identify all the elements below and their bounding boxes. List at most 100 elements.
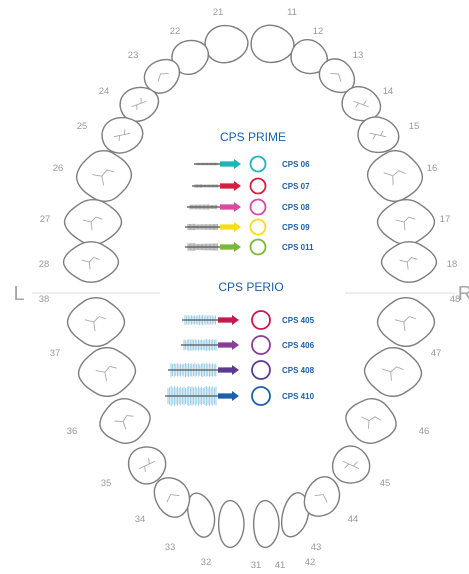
- tooth-number-16: 16: [427, 163, 438, 174]
- tooth-number-26: 26: [53, 163, 64, 174]
- tooth-14: [341, 85, 382, 122]
- tooth-44: [331, 445, 371, 484]
- prime-code-label: CPS 06: [282, 160, 310, 169]
- tooth-number-13: 13: [353, 50, 364, 61]
- tooth-number-22: 22: [170, 26, 181, 37]
- perio-size-ring: [251, 386, 271, 406]
- prime-size-ring: [249, 155, 267, 173]
- tooth-number-14: 14: [383, 86, 394, 97]
- tooth-number-37: 37: [50, 348, 61, 359]
- tooth-number-34: 34: [135, 514, 146, 525]
- perio-code-label: CPS 408: [282, 366, 315, 375]
- tooth-number-36: 36: [67, 426, 78, 437]
- tooth-number-25: 25: [77, 121, 88, 132]
- prime-brush-icon: [187, 202, 241, 212]
- prime-size-ring: [249, 218, 267, 236]
- tooth-number-42: 42: [305, 557, 316, 568]
- prime-row: CPS 07: [192, 177, 310, 195]
- prime-brush-icon: [185, 222, 241, 232]
- tooth-13: [318, 58, 356, 94]
- tooth-number-44: 44: [348, 514, 359, 525]
- perio-brush-icon: [182, 315, 239, 325]
- perio-brush-icon: [168, 363, 239, 377]
- tooth-43: [303, 476, 341, 517]
- tooth-32: [186, 492, 216, 538]
- tooth-number-32: 32: [201, 557, 212, 568]
- tooth-number-38: 38: [39, 294, 50, 305]
- tooth-27: [63, 198, 123, 246]
- perio-code-label: CPS 410: [282, 392, 315, 401]
- left-side-label: L: [13, 283, 24, 305]
- tooth-11: [250, 24, 295, 64]
- teeth-layer: [62, 24, 438, 549]
- perio-brush-icon: [165, 386, 239, 406]
- tooth-36: [77, 346, 137, 398]
- tooth-number-33: 33: [165, 542, 176, 553]
- tooth-35: [99, 398, 151, 444]
- tooth-number-47: 47: [431, 348, 442, 359]
- prime-size-ring: [249, 238, 267, 256]
- tooth-number-31: 31: [251, 560, 262, 571]
- tooth-number-12: 12: [313, 26, 324, 37]
- tooth-45: [345, 398, 397, 444]
- prime-brush-list: CPS 06 CPS 07 CPS 08 CPS 09 CPS 011: [185, 155, 314, 256]
- prime-brush-icon: [192, 181, 241, 191]
- prime-row: CPS 06: [194, 155, 310, 173]
- perio-size-ring: [251, 310, 271, 330]
- tooth-number-17: 17: [440, 214, 451, 225]
- tooth-number-43: 43: [311, 542, 322, 553]
- tooth-33: [153, 477, 191, 518]
- tooth-41: [252, 499, 280, 549]
- tooth-37: [66, 296, 126, 348]
- tooth-number-27: 27: [40, 214, 51, 225]
- perio-size-ring: [251, 335, 271, 355]
- prime-code-label: CPS 07: [282, 182, 310, 191]
- prime-code-label: CPS 08: [282, 203, 310, 212]
- prime-code-label: CPS 09: [282, 223, 310, 232]
- tooth-24: [119, 86, 160, 123]
- tooth-47: [376, 296, 436, 348]
- tooth-28: [62, 241, 120, 283]
- tooth-46: [363, 346, 423, 398]
- prime-brush-icon: [194, 159, 241, 169]
- tooth-number-41: 41: [275, 560, 286, 571]
- tooth-number-24: 24: [99, 86, 110, 97]
- tooth-number-23: 23: [128, 50, 139, 61]
- tooth-number-11: 11: [287, 7, 297, 18]
- tooth-25: [101, 116, 144, 154]
- tooth-16: [366, 150, 424, 202]
- perio-row: CPS 408: [168, 360, 315, 380]
- prime-row: CPS 09: [185, 218, 310, 236]
- perio-brush-icon: [181, 339, 239, 351]
- perio-row: CPS 406: [181, 335, 315, 355]
- perio-row: CPS 410: [165, 386, 315, 406]
- tooth-23: [143, 58, 181, 94]
- prime-section-title: CPS PRIME: [220, 130, 286, 144]
- perio-code-label: CPS 405: [282, 316, 315, 325]
- prime-row: CPS 08: [187, 198, 310, 216]
- tooth-number-45: 45: [380, 478, 391, 489]
- tooth-number-48: 48: [450, 294, 461, 305]
- perio-size-ring: [251, 360, 271, 380]
- perio-row: CPS 405: [182, 310, 315, 330]
- prime-size-ring: [249, 177, 267, 195]
- prime-code-label: CPS 011: [282, 243, 314, 252]
- tooth-numbers: 21 11 22 12 23 13 24 14 25 15 26 16 27 17 28 18 31 41 32 42…: [39, 7, 461, 571]
- tooth-34: [127, 446, 167, 485]
- tooth-21: [204, 24, 249, 64]
- tooth-15: [357, 116, 400, 154]
- tooth-31: [217, 499, 245, 549]
- perio-section-title: CPS PERIO: [218, 280, 283, 294]
- prime-brush-icon: [185, 242, 241, 252]
- tooth-number-21: 21: [213, 7, 224, 18]
- tooth-number-35: 35: [101, 478, 112, 489]
- tooth-number-28: 28: [39, 259, 50, 270]
- tooth-number-18: 18: [447, 259, 458, 270]
- tooth-number-46: 46: [419, 426, 430, 437]
- tooth-17: [376, 198, 436, 246]
- tooth-number-15: 15: [409, 121, 420, 132]
- prime-row: CPS 011: [185, 238, 314, 256]
- tooth-26: [75, 150, 133, 202]
- perio-code-label: CPS 406: [282, 341, 315, 350]
